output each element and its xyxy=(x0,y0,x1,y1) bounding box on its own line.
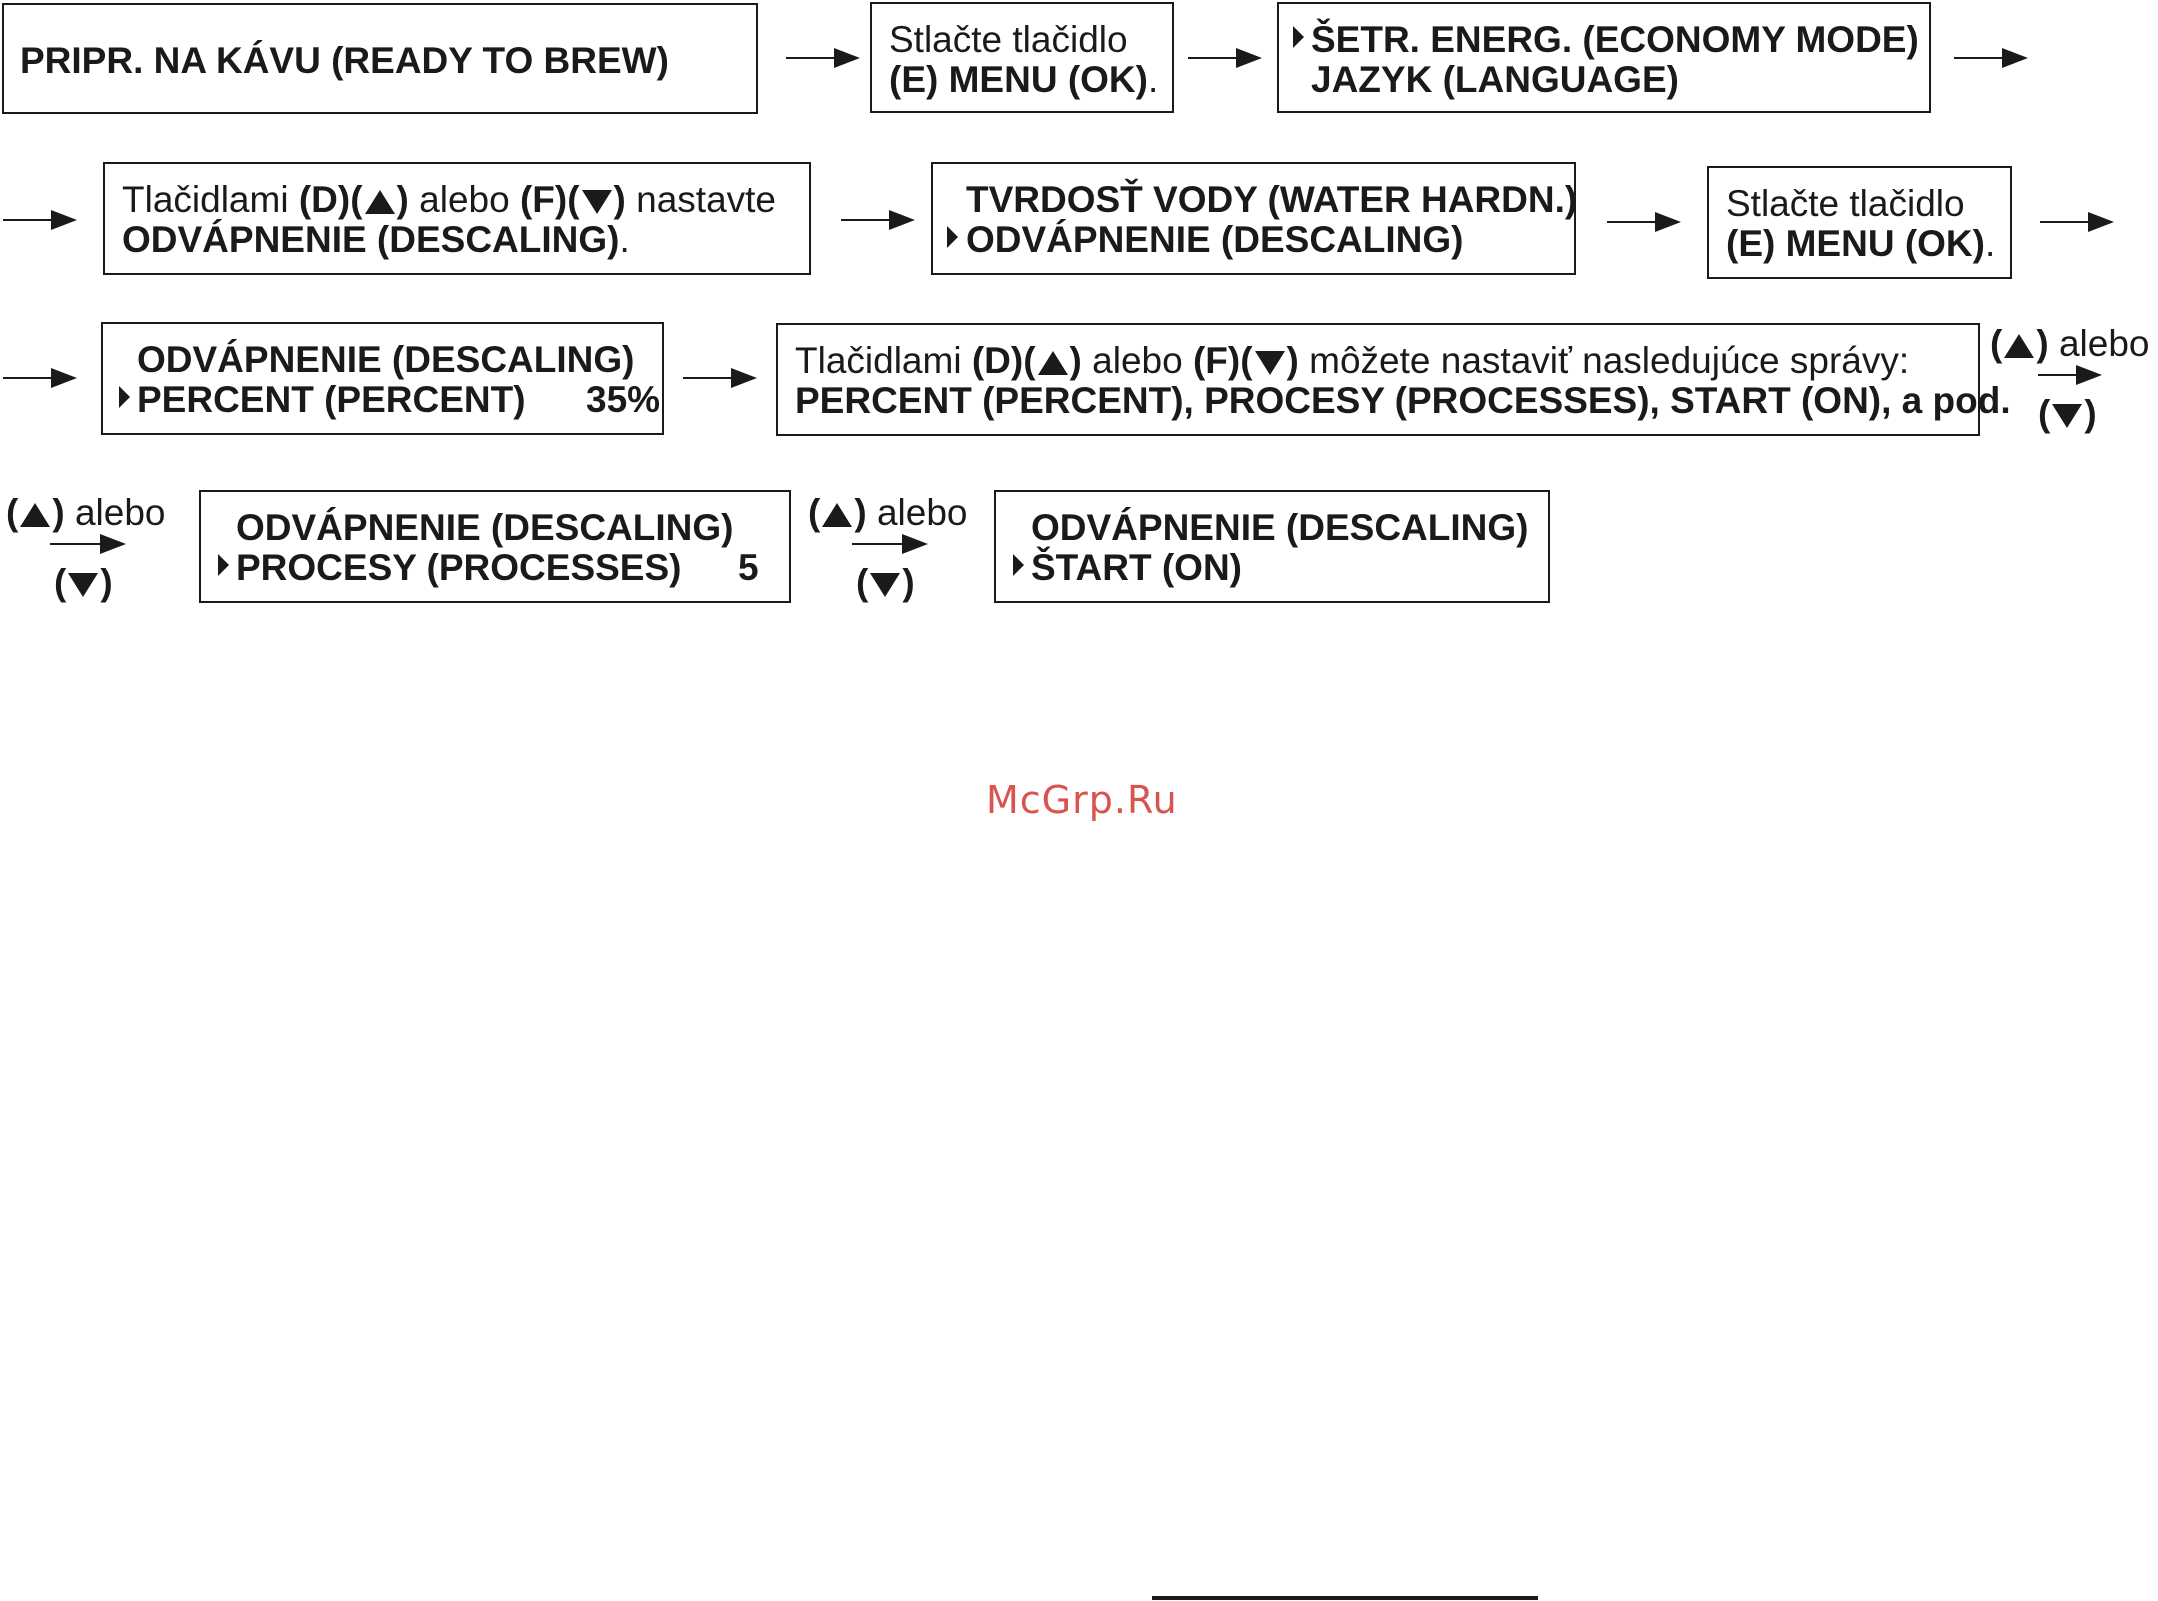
menu-pointer-icon xyxy=(218,554,229,576)
up-arrow-icon xyxy=(2004,334,2035,358)
flow-arrow xyxy=(1188,48,1262,68)
descaling-text: ODVÁPNENIE (DESCALING) xyxy=(966,219,1464,260)
ready-to-brew-text: PRIPR. NA KÁVU (READY TO BREW) xyxy=(20,40,669,81)
start-display-box: ODVÁPNENIE (DESCALING) ŠTART (ON) xyxy=(994,490,1550,603)
down-label: () xyxy=(54,562,113,603)
footer-divider xyxy=(1152,1596,1538,1600)
descaling-title-text: ODVÁPNENIE (DESCALING) xyxy=(137,339,635,380)
menu-pointer-icon xyxy=(947,226,958,248)
up-arrow-icon xyxy=(822,503,853,527)
flow-arrow xyxy=(3,368,77,388)
menu-ok-text: (E) MENU (OK). xyxy=(889,59,1159,100)
menu-pointer-icon xyxy=(1013,554,1024,576)
processes-value: 5 xyxy=(738,547,759,588)
percent-value: 35% xyxy=(586,379,661,420)
watermark-text: McGrp.Ru xyxy=(986,778,1178,822)
menu-ok-text: (E) MENU (OK). xyxy=(1726,223,1996,264)
down-arrow-icon xyxy=(581,190,612,214)
down-arrow-icon xyxy=(68,573,99,597)
up-arrow-icon xyxy=(364,190,395,214)
flow-arrow xyxy=(841,210,915,230)
instruction-line-1: Tlačidlami (D)() alebo (F)() nastavte xyxy=(122,179,777,220)
flow-arrow xyxy=(2040,212,2114,232)
up-or-down-nav-label: () alebo () xyxy=(808,493,998,603)
flow-arrow xyxy=(50,534,126,554)
messages-line-2: PERCENT (PERCENT), PROCESY (PROCESSES), … xyxy=(795,380,2011,421)
up-or-label: () alebo xyxy=(1990,323,2150,364)
press-menu-box-2: Stlačte tlačidlo (E) MENU (OK). xyxy=(1707,166,2012,279)
start-option-text: ŠTART (ON) xyxy=(1031,547,1242,588)
flow-arrow xyxy=(683,368,757,388)
flow-arrow xyxy=(1607,212,1681,232)
processes-option-text: PROCESY (PROCESSES) xyxy=(236,547,682,588)
flow-arrow xyxy=(3,210,77,230)
flow-arrow xyxy=(786,48,860,68)
instruction-box-1: Tlačidlami (D)() alebo (F)() nastavte OD… xyxy=(103,162,811,275)
up-arrow-icon xyxy=(1037,351,1068,375)
processes-display-box: ODVÁPNENIE (DESCALING) PROCESY (PROCESSE… xyxy=(199,490,791,603)
down-arrow-icon xyxy=(2052,404,2083,428)
percent-option-text: PERCENT (PERCENT) xyxy=(137,379,526,420)
press-button-text: Stlačte tlačidlo xyxy=(1726,183,1965,224)
menu-pointer-icon xyxy=(119,386,130,408)
flow-arrow xyxy=(1954,48,2028,68)
flow-arrow xyxy=(852,534,928,554)
water-hardness-text: TVRDOSŤ VODY (WATER HARDN.) xyxy=(966,179,1578,220)
percent-display-box: ODVÁPNENIE (DESCALING) PERCENT (PERCENT)… xyxy=(101,322,664,435)
down-arrow-icon xyxy=(1254,351,1285,375)
down-label: () xyxy=(2038,393,2097,434)
menu-display-1: ŠETR. ENERG. (ECONOMY MODE) JAZYK (LANGU… xyxy=(1277,2,1931,113)
messages-instruction-box: Tlačidlami (D)() alebo (F)() môžete nast… xyxy=(776,323,2011,436)
economy-mode-text: ŠETR. ENERG. (ECONOMY MODE) xyxy=(1311,19,1919,60)
up-or-label: () alebo xyxy=(808,492,968,533)
press-button-text: Stlačte tlačidlo xyxy=(889,19,1128,60)
descaling-title-text: ODVÁPNENIE (DESCALING) xyxy=(236,507,734,548)
menu-display-2: TVRDOSŤ VODY (WATER HARDN.) ODVÁPNENIE (… xyxy=(931,162,1578,275)
up-or-down-nav-label: () alebo () xyxy=(6,493,196,603)
menu-pointer-icon xyxy=(1293,26,1304,48)
down-label: () xyxy=(856,562,915,603)
language-text: JAZYK (LANGUAGE) xyxy=(1311,59,1679,100)
up-or-down-nav-label: () alebo () xyxy=(1990,324,2158,434)
descaling-title-text: ODVÁPNENIE (DESCALING) xyxy=(1031,507,1529,548)
up-or-label: () alebo xyxy=(6,492,166,533)
down-arrow-icon xyxy=(870,573,901,597)
instruction-line-2: ODVÁPNENIE (DESCALING). xyxy=(122,219,630,260)
up-arrow-icon xyxy=(20,503,51,527)
press-menu-box-1: Stlačte tlačidlo (E) MENU (OK). xyxy=(870,2,1174,113)
messages-line-1: Tlačidlami (D)() alebo (F)() môžete nast… xyxy=(795,340,1910,381)
ready-to-brew-box: PRIPR. NA KÁVU (READY TO BREW) xyxy=(2,3,758,114)
flow-arrow xyxy=(2038,365,2102,385)
